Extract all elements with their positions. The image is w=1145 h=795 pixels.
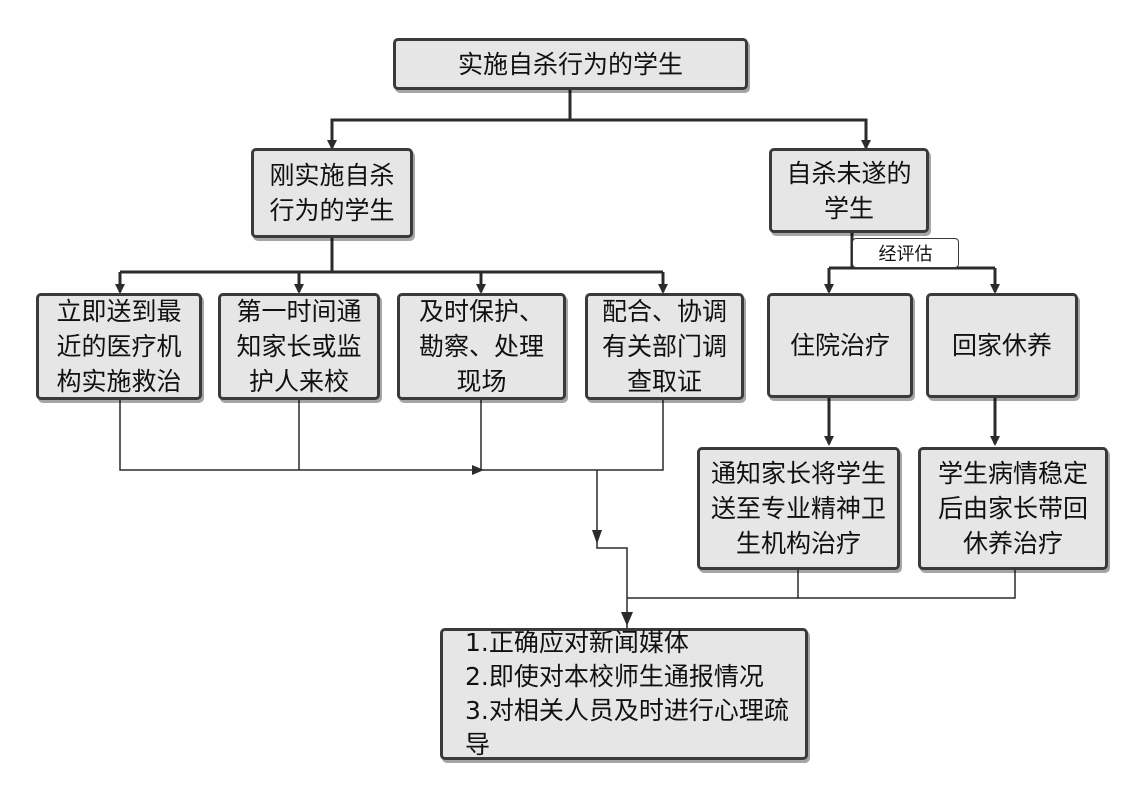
node-notify-parents: 第一时间通 知家长或监 护人来校: [218, 293, 380, 400]
node-root: 实施自杀行为的学生: [393, 38, 748, 90]
edge-merge-send-medical: [119, 400, 480, 471]
arrowhead-left-merge: [472, 465, 484, 475]
edge-root-to-just-acted: [327, 118, 570, 150]
node-stable-home: 学生病情稳定 后由家长带回 休养治疗: [918, 447, 1108, 570]
node-just-acted: 刚实施自杀 行为的学生: [251, 148, 413, 238]
node-final-actions: 1.正确应对新闻媒体 2.即使对本校师生通报情况 3.对相关人员及时进行心理疏导: [440, 628, 808, 760]
node-send-medical: 立即送到最 近的医疗机 构实施救治: [36, 293, 202, 400]
node-hospital: 住院治疗: [767, 293, 913, 398]
node-protect-scene: 及时保护、 勘察、处理 现场: [397, 293, 566, 400]
edge-label-assessed: 经评估: [852, 238, 959, 268]
node-notify-transfer: 通知家长将学生 送至专业精神卫 生机构治疗: [697, 447, 900, 570]
edge-merge-down: [596, 470, 628, 628]
node-failed-attempt: 自杀未遂的 学生: [769, 148, 929, 233]
edge-merge-cooperate: [480, 400, 664, 471]
arrowhead-merge-down: [592, 530, 602, 544]
node-cooperate: 配合、协调 有关部门调 查取证: [585, 293, 744, 400]
arrowhead-final: [621, 612, 633, 626]
edge-merge-transfer: [797, 570, 1016, 599]
node-home-rest: 回家休养: [926, 293, 1078, 398]
edge-root-to-failed: [570, 118, 871, 150]
